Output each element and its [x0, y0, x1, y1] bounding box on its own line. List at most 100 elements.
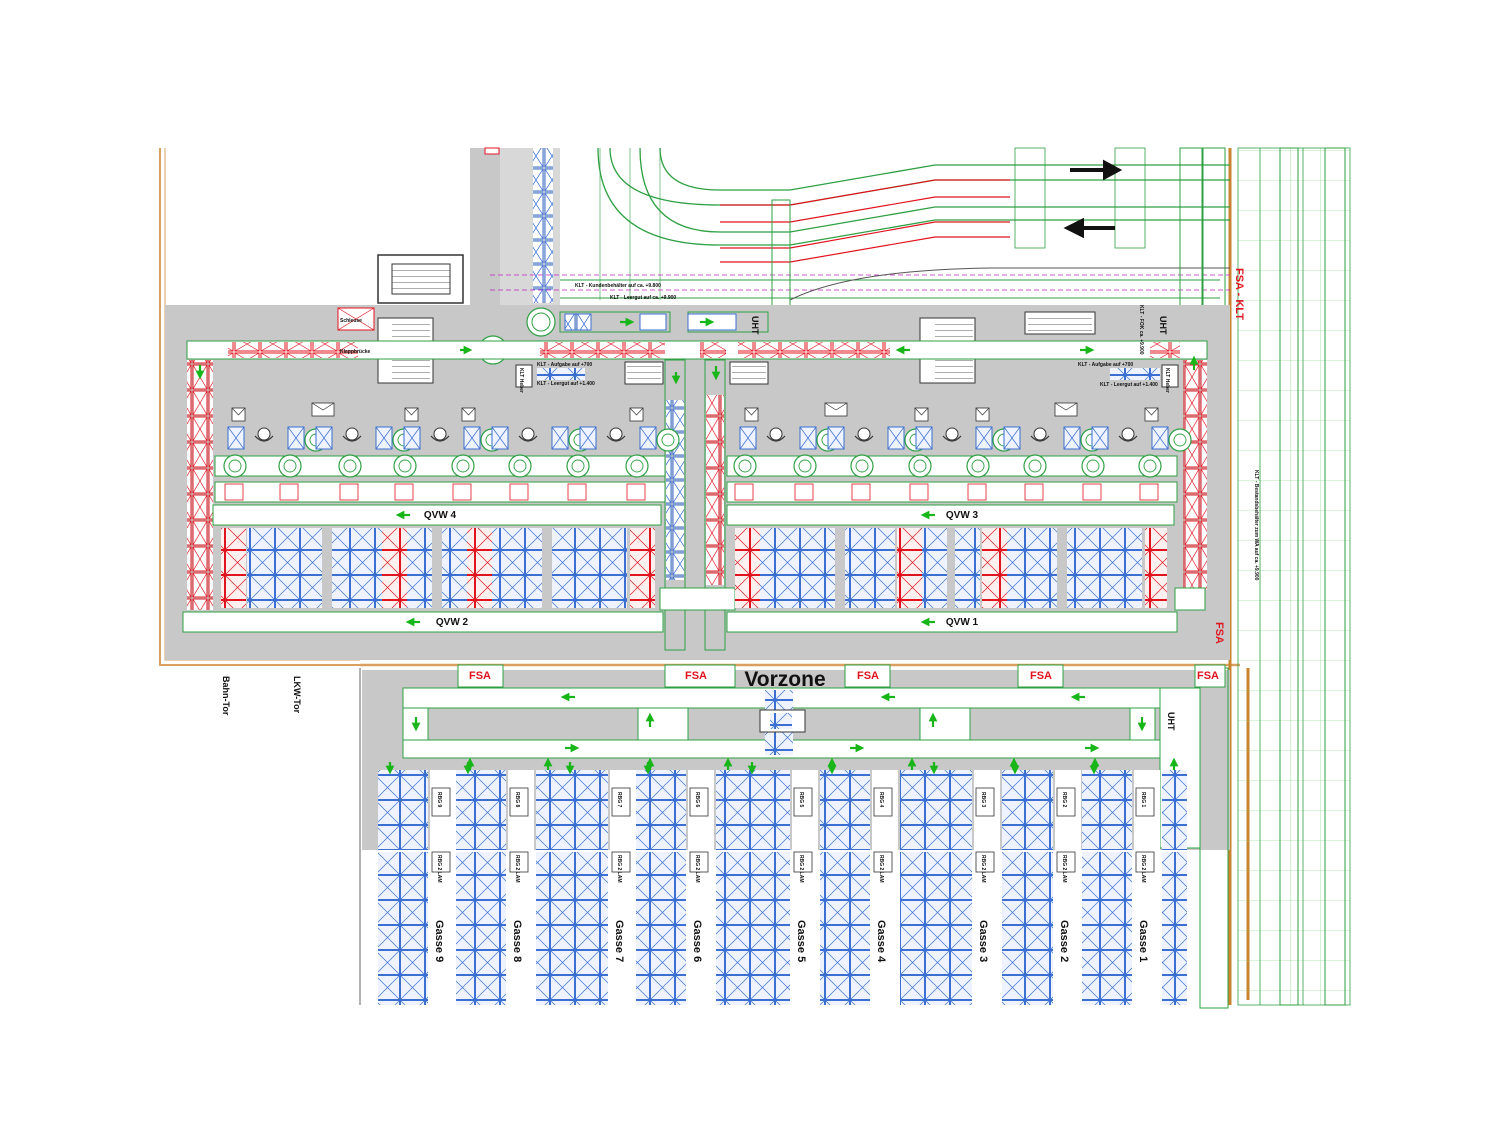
operator-icon [521, 427, 535, 441]
rbg-lam-box [975, 851, 995, 873]
rack-upper-left [456, 770, 506, 850]
fsa-label-4: FSA [1030, 670, 1052, 682]
klt-heber-label-2: KLT Heber [1164, 368, 1170, 393]
rbg-lam-box [431, 851, 451, 873]
rbg-box [509, 787, 529, 817]
rack-upper-left [922, 770, 972, 850]
rbg-box [1135, 787, 1155, 817]
gasse-label: Gasse 2 [1058, 920, 1070, 962]
feed-conveyor [224, 483, 244, 501]
rack-upper-left [558, 770, 608, 850]
rbg-lam-label: RBG 2 LAM [878, 855, 884, 883]
feed-conveyor [794, 483, 814, 501]
rbg-lam-box [509, 851, 529, 873]
gasse-label: Gasse 9 [433, 920, 445, 962]
feed-conveyor [339, 483, 359, 501]
feed-conveyor [509, 483, 529, 501]
rbg-box [431, 787, 451, 817]
feed-conveyor [1082, 483, 1102, 501]
rack-lower-right [900, 852, 925, 1005]
klt-leergut-top-label: KLT - Leergut auf ca. +9.900 [610, 295, 676, 301]
rack-upper-right [1162, 770, 1187, 850]
rack-lower-left [740, 852, 790, 1005]
turntable [1081, 454, 1105, 478]
rbg-lam-label: RBG 2 LAM [436, 855, 442, 883]
rbg-label: RBG 2 [1061, 792, 1067, 808]
qvw4-label: QVW 4 [424, 510, 457, 521]
feed-conveyor [626, 483, 646, 501]
rack-upper-left [820, 770, 870, 850]
turntable [393, 454, 417, 478]
turntable [566, 454, 590, 478]
fsa-label-1: FSA [469, 670, 491, 682]
gasse-label: Gasse 4 [875, 920, 887, 963]
turntable [908, 454, 932, 478]
rack-lower-left [456, 852, 506, 1005]
ring-conveyor-row [214, 455, 1178, 503]
turntable [733, 454, 757, 478]
rbg-lam-label: RBG 2 LAM [1140, 855, 1146, 883]
rbg-box [873, 787, 893, 817]
feed-conveyor [909, 483, 929, 501]
rbg-label: RBG 6 [694, 792, 700, 808]
klt-heber-label-1: KLT Heber [518, 368, 524, 393]
turntable [793, 454, 817, 478]
turntable [1023, 454, 1047, 478]
klt-leergut-label-1: KLT - Leergut auf +1.400 [537, 381, 595, 387]
qvw3-label: QVW 3 [946, 510, 979, 521]
fsa-label-6: FSA [1213, 622, 1225, 644]
rack-lower-left [378, 852, 428, 1005]
operator-icon [257, 427, 271, 441]
rbg-box [793, 787, 813, 817]
fsa-label-5: FSA [1197, 670, 1219, 682]
rbg-lam-box [1135, 851, 1155, 873]
fsa-label-3: FSA [857, 670, 879, 682]
rbg-box [689, 787, 709, 817]
feed-conveyor [1024, 483, 1044, 501]
operator-icon [1033, 427, 1047, 441]
gasse-label: Gasse 8 [511, 920, 523, 962]
rbg-lam-box [689, 851, 709, 873]
rbg-lam-box [611, 851, 631, 873]
rbg-box [975, 787, 995, 817]
fsa-doors [457, 664, 1226, 688]
fsa-klt-label: FSA - KLT [1233, 268, 1245, 320]
rack-upper-right [716, 770, 741, 850]
rbg-label: RBG 3 [980, 792, 986, 808]
turntable [508, 454, 532, 478]
top-conveyor-area [377, 147, 1230, 311]
rack-upper-left [1003, 770, 1053, 850]
turntable [966, 454, 990, 478]
qvw2-label: QVW 2 [436, 617, 469, 628]
bahn-tor-label: Bahn-Tor [221, 676, 231, 716]
rack-upper-right [536, 770, 561, 850]
klt-aufgabe-label-1: KLT - Aufgabe auf +700 [537, 362, 592, 368]
turntable [223, 454, 247, 478]
external-rack-grid [1237, 147, 1351, 1006]
rack-lower-left [636, 852, 686, 1005]
uht-label-2: UHT [1158, 316, 1168, 335]
rbg-lam-label: RBG 2 LAM [798, 855, 804, 883]
operator-icon [433, 427, 447, 441]
gasse-label: Gasse 1 [1137, 920, 1149, 962]
operator-icon [857, 427, 871, 441]
rbg-box [1056, 787, 1076, 817]
upper-rack-blocks [221, 528, 1167, 608]
klt-aufgabe-label-2: KLT - Aufgabe auf +700 [1078, 362, 1133, 368]
rbg-lam-box [1056, 851, 1076, 873]
rbg-lam-label: RBG 2 LAM [1061, 855, 1067, 883]
rbg-lam-box [873, 851, 893, 873]
rack-lower-right [536, 852, 561, 1005]
rack-lower-left [922, 852, 972, 1005]
turntable [451, 454, 475, 478]
rack-upper-left [1082, 770, 1132, 850]
klappbruecke-label: Klappbrücke [340, 349, 371, 355]
feed-conveyor [1139, 483, 1159, 501]
klt-fok-label: KLT - FOK ca. +9.900 [1138, 305, 1144, 355]
rack-lower-left [820, 852, 870, 1005]
klt-bestand-label: KLT - Bestandsbehälter zum WA auf ca. +9… [1253, 470, 1259, 581]
feed-conveyor [279, 483, 299, 501]
lkw-tor-label: LKW-Tor [292, 676, 302, 714]
rbg-lam-box [793, 851, 813, 873]
